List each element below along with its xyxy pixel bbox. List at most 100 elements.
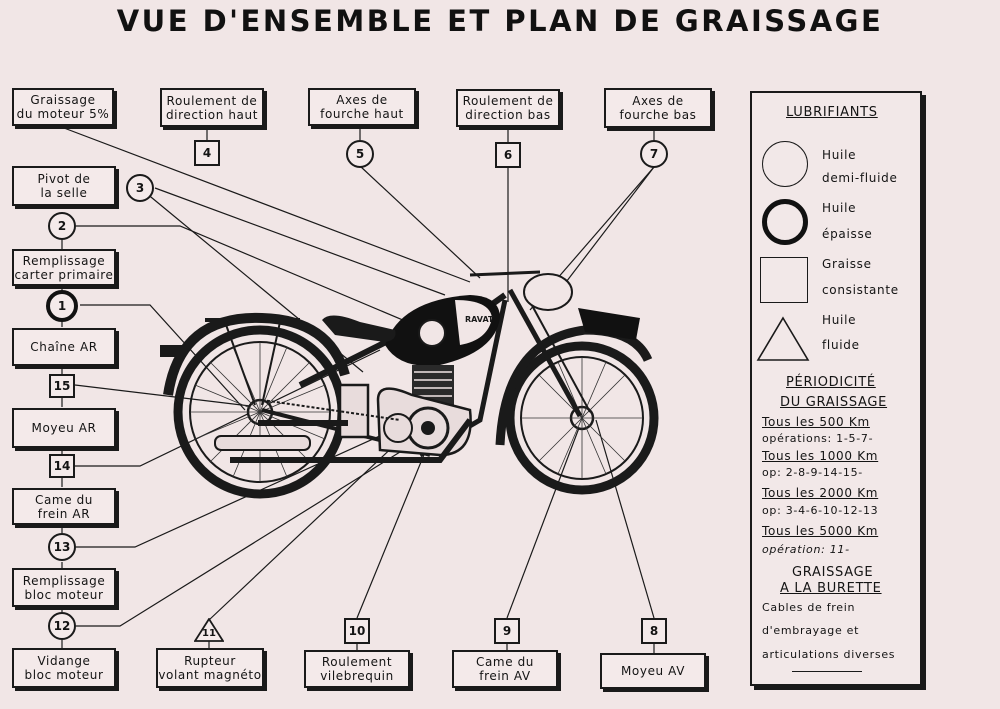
legend-divider [792,671,862,672]
label-2: Remplissage carter primaire [12,249,116,286]
marker-5: 5 [346,140,374,168]
brand-text: RAVAT [465,315,494,324]
schedule-2-ops: op: 2-8-9-14-15- [762,466,863,479]
leader-line-8 [595,419,655,619]
leader-line-5 [359,165,481,279]
thick-circle-icon [762,199,808,245]
label-7: Axes de fourche bas [604,88,712,128]
label-11: Rupteur volant magnéto [156,648,264,688]
marker-9: 9 [494,618,520,644]
burette-title-2: A LA BURETTE [780,581,882,596]
schedule-4-interval: Tous les 5000 Km [762,524,879,538]
handlebar [469,270,541,277]
schedule-3-interval: Tous les 2000 Km [762,486,879,500]
rack-strut-2 [261,321,281,406]
page-title: VUE D'ENSEMBLE ET PLAN DE GRAISSAGE [116,4,884,38]
label-9: Came du frein AV [452,650,558,688]
leader-line-11 [208,439,401,621]
legend-title: LUBRIFIANTS [786,105,878,120]
schedule-2-interval: Tous les 1000 Km [762,449,879,463]
triangle-icon [756,316,810,361]
marker-11: 11 [202,627,216,639]
label-6: Roulement de direction bas [456,89,560,127]
leader-line-14 [75,349,381,467]
saddle [322,315,396,342]
marker-12: 12 [48,612,76,640]
chain-guard [258,420,348,426]
burette-line-3: articulations diverses [762,648,896,661]
legend-1-text2: demi-fluide [822,171,898,185]
number-plate [578,308,640,340]
marker-1: 1 [46,290,78,322]
thin-circle-icon [762,141,808,187]
front-fork [507,288,583,418]
label-4: Roulement de direction haut [160,88,264,127]
periodicity-title-2: DU GRAISSAGE [780,395,888,410]
front-mudguard [495,325,653,446]
schedule-1-interval: Tous les 500 Km [762,415,870,429]
label-5: Axes de fourche haut [308,88,416,126]
schedule-4-ops: opération: 11- [762,543,850,556]
marker-10: 10 [344,618,370,644]
legend-1-text1: Huile [822,148,857,162]
marker-7: 7 [640,140,668,168]
legend-3-text1: Graisse [822,257,872,271]
drive-chain [261,399,401,421]
marker-13: 13 [48,533,76,561]
rack-strut-1 [224,321,256,406]
marker-15: 15 [49,374,75,398]
toolbox [338,383,370,439]
marker-8: 8 [641,618,667,644]
fork-link [527,297,591,413]
leader-line-graissage [63,127,471,283]
burette-title-1: GRAISSAGE [792,565,874,580]
marker-2: 2 [48,212,76,240]
tank-panel [455,300,492,345]
front-spokes [521,357,643,479]
label-1: Chaîne AR [12,328,116,366]
legend-4-text1: Huile [822,313,857,327]
front-tyre [505,341,659,495]
label-3: Pivot de la selle [12,166,116,206]
label-13: Remplissage bloc moteur [12,568,116,607]
legend-panel: LUBRIFIANTS Huile demi-fluide Huile épai… [750,91,922,686]
label-8: Moyeu AV [600,653,706,689]
square-icon [760,257,808,303]
legend-2-text2: épaisse [822,227,873,241]
label-10: Roulement vilebrequin [304,650,410,688]
marker-11-triangle: 11 [193,617,225,642]
marker-3: 3 [126,174,154,202]
marker-14: 14 [49,454,75,478]
leader-line-3 [154,187,446,296]
headlamp [523,273,573,311]
periodicity-title-1: PÉRIODICITÉ [786,375,876,390]
burette-line-1: Cables de frein [762,601,856,614]
clutch-cover [383,413,413,443]
schedule-3-ops: op: 3-4-6-10-12-13 [762,504,879,517]
burette-line-2: d'embrayage et [762,624,860,637]
label-graissage-moteur: Graissage du moteur 5% [12,88,114,126]
leader-line-7a [559,166,655,291]
marker-6: 6 [495,142,521,168]
legend-2-text1: Huile [822,201,857,215]
leader-line-10 [356,439,431,619]
label-14: Came du frein AR [12,488,116,525]
tank-cap [418,319,446,347]
leader-line-15 [74,384,251,407]
leader-line-12 [76,451,401,627]
silencer [214,435,311,451]
label-15: Moyeu AR [12,408,116,448]
leader-line-1 [80,304,246,411]
leader-line-2 [76,225,463,346]
marker-4: 4 [194,140,220,166]
motorcycle-drawing: RAVAT [160,270,659,499]
rear-lamp [160,345,186,357]
leader-line-9 [506,419,583,619]
label-12: Vidange bloc moteur [12,648,116,688]
legend-3-text2: consistante [822,283,899,297]
schedule-1-ops: opérations: 1-5-7- [762,432,874,445]
flywheel-centre [421,421,435,435]
exhaust-pipe [230,418,473,463]
